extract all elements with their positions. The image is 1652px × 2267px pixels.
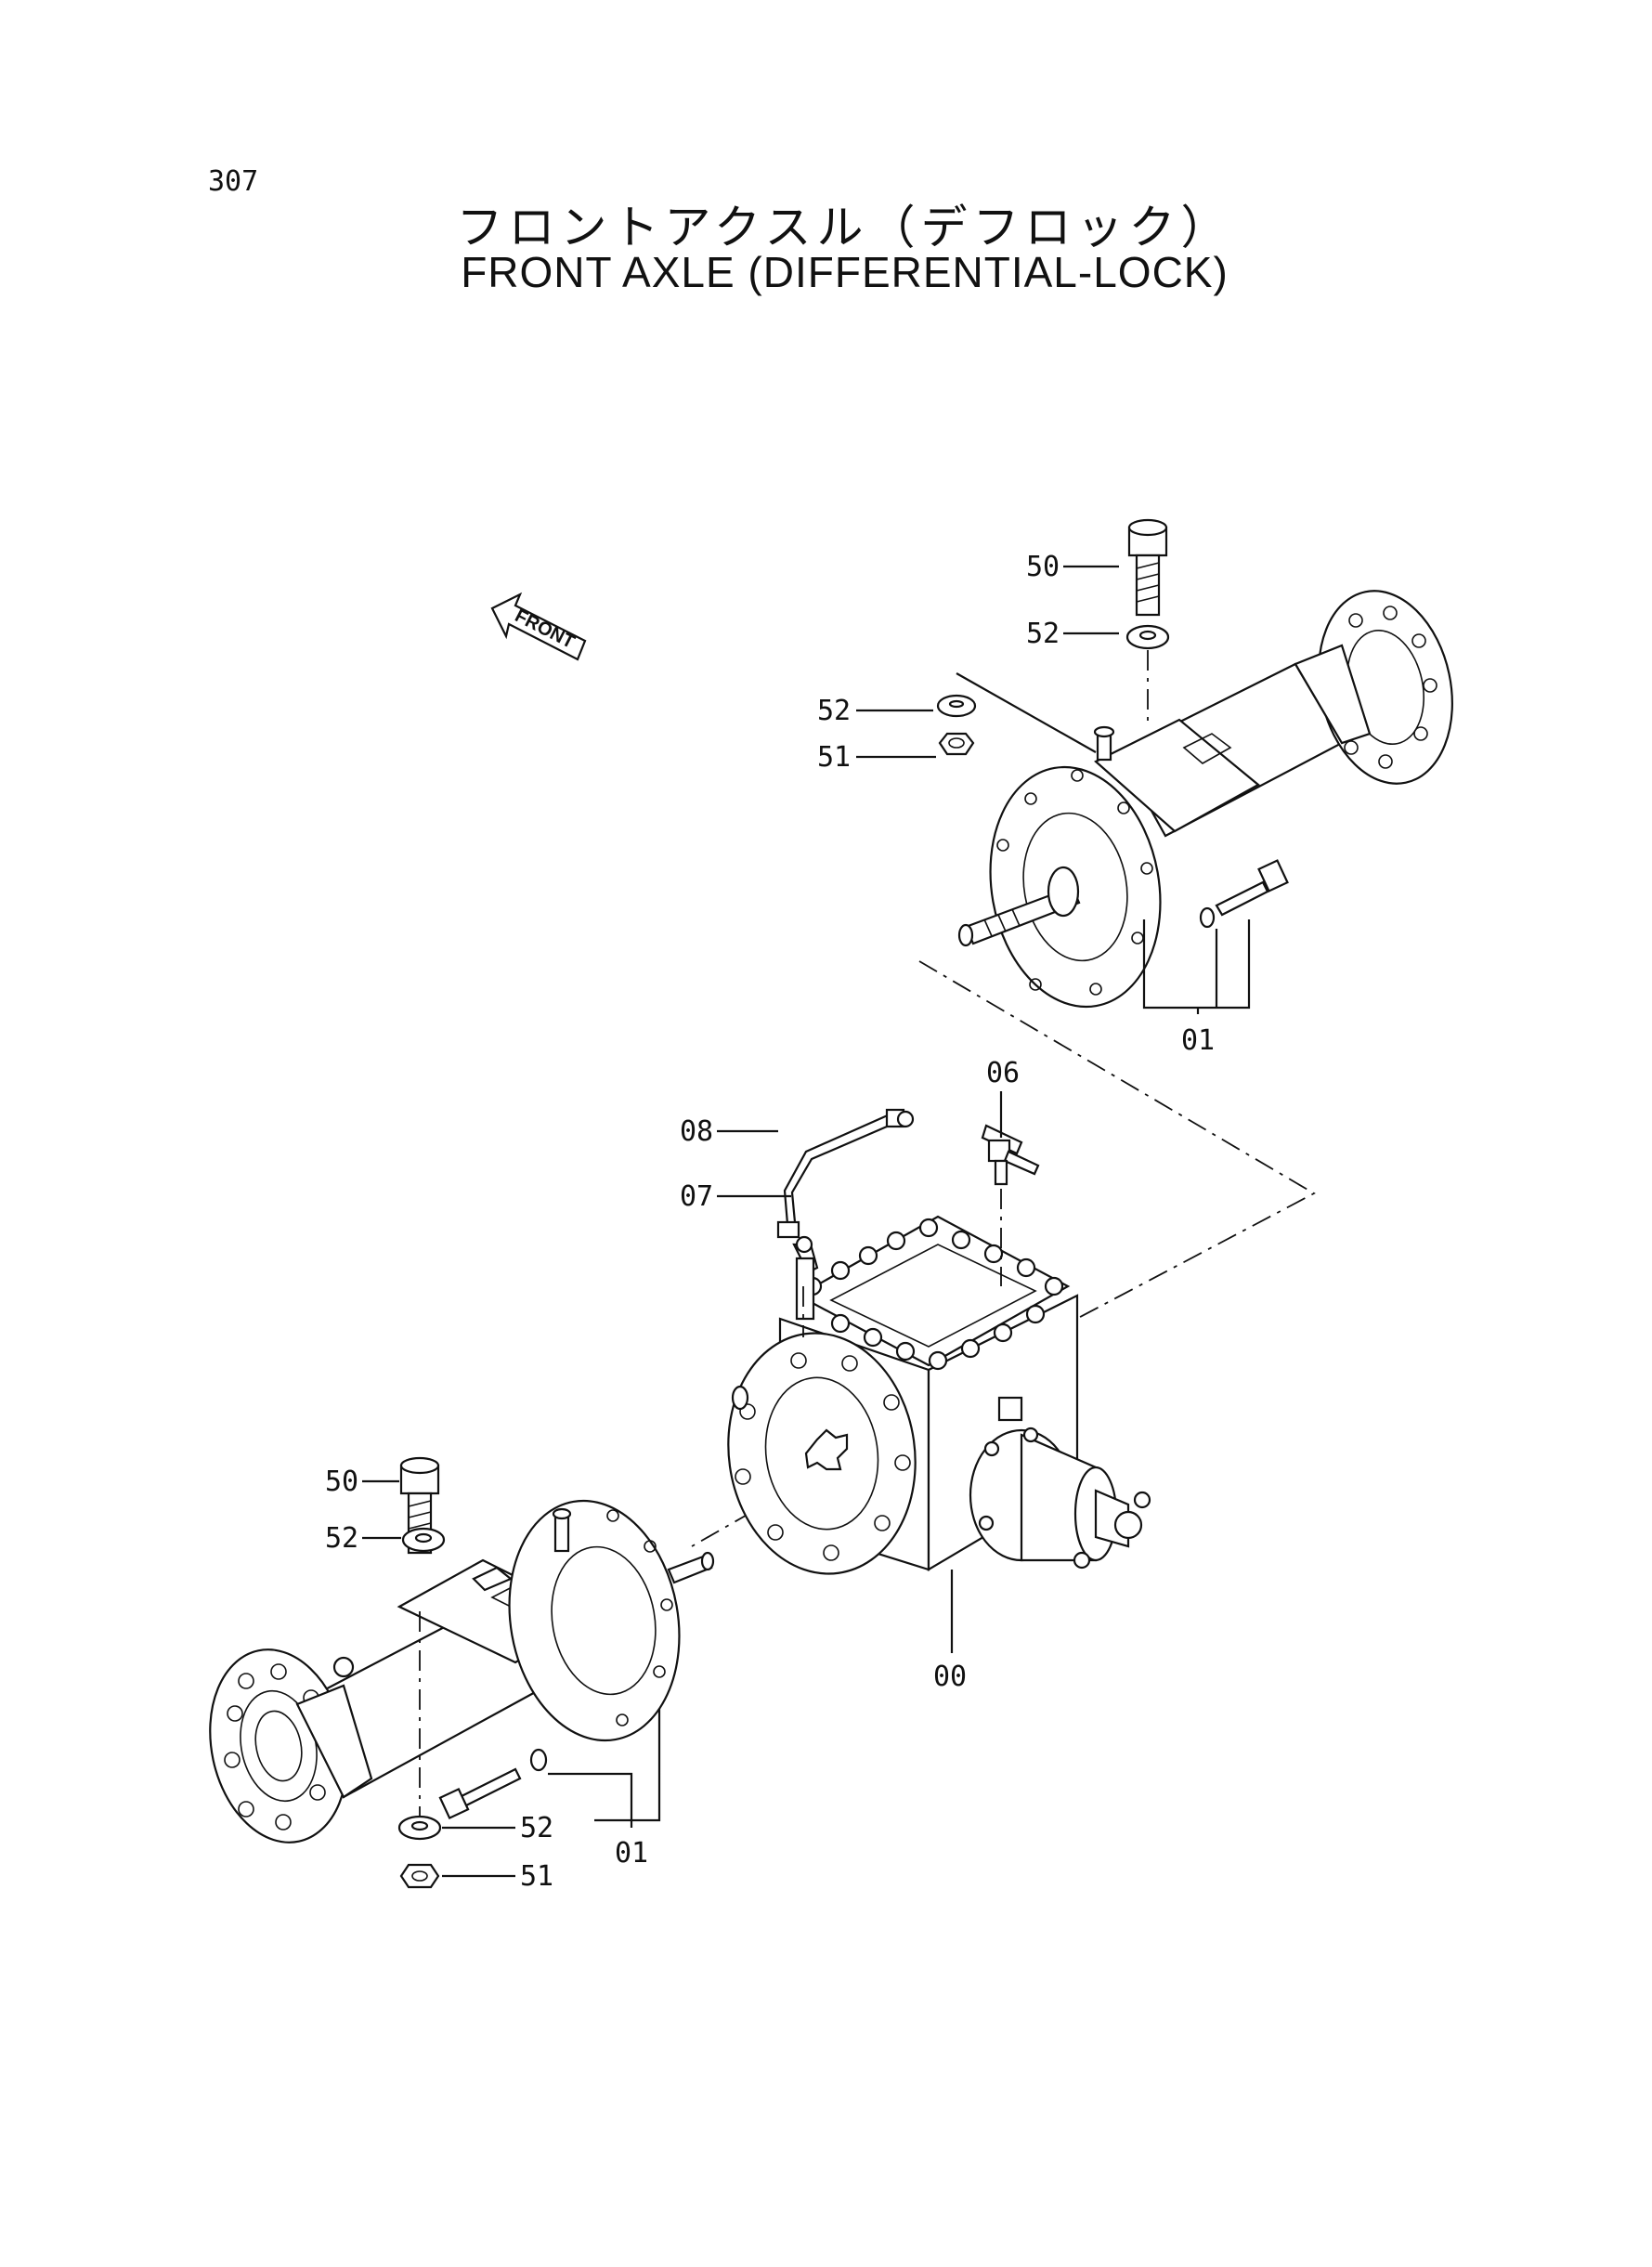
page-number: 307: [208, 165, 259, 198]
differential-housing: [727, 1215, 1151, 1575]
axle-housing-left: [209, 1499, 715, 1844]
tee-fitting-06: [981, 1124, 1040, 1186]
nut-51-bottom: [399, 1863, 440, 1889]
cover-bolts: [802, 1218, 1064, 1371]
page-title-japanese: フロントアクスル（デフロック）: [456, 201, 1233, 254]
bolt-50-top: [1127, 518, 1168, 617]
callout-bottom-washer: 52: [325, 1522, 358, 1555]
leader-lines-top: [856, 565, 1119, 759]
callout-elbow: 07: [680, 1180, 713, 1213]
callout-bottom-bolt: 50: [325, 1466, 358, 1498]
elbow-fitting-07: [792, 1235, 819, 1321]
callout-tee-fitting: 06: [986, 1057, 1020, 1089]
callout-top-nut: 51: [817, 741, 851, 774]
callout-top-nut-washer: 52: [817, 695, 851, 727]
callout-bottom-nut-washer: 52: [520, 1812, 553, 1844]
washer-52-top: [1125, 624, 1170, 650]
axle-housing-right: [957, 590, 1453, 1009]
front-arrow-label: FRONT: [512, 606, 578, 653]
callout-pipe: 08: [680, 1115, 713, 1148]
leader-lines-center: [717, 1091, 1003, 1653]
callout-labels: 50 52 52 51 01 06 08 07 00 50 52 52 51 0…: [325, 551, 1215, 1893]
front-direction-arrow: FRONT: [490, 592, 587, 661]
callout-top-bolt: 50: [1026, 551, 1060, 583]
callout-bottom-nut: 51: [520, 1860, 553, 1893]
pipe-08: [776, 1108, 915, 1239]
inner-flange-holes-left: [606, 1509, 673, 1726]
nut-51-top: [938, 732, 975, 756]
leader-lines-bottom: [362, 1479, 515, 1878]
washer-52-top-nut: [936, 694, 977, 718]
diff-flange-holes: [735, 1352, 911, 1561]
callout-top-washer: 52: [1026, 618, 1060, 650]
callout-top-axle: 01: [1181, 1024, 1215, 1057]
page-title-english: FRONT AXLE (DIFFERENTIAL-LOCK): [461, 248, 1229, 296]
callout-diff-housing: 00: [933, 1661, 967, 1693]
washer-52-bottom-nut: [397, 1815, 442, 1841]
callout-bottom-axle: 01: [615, 1837, 648, 1870]
washer-52-bottom: [401, 1527, 446, 1553]
